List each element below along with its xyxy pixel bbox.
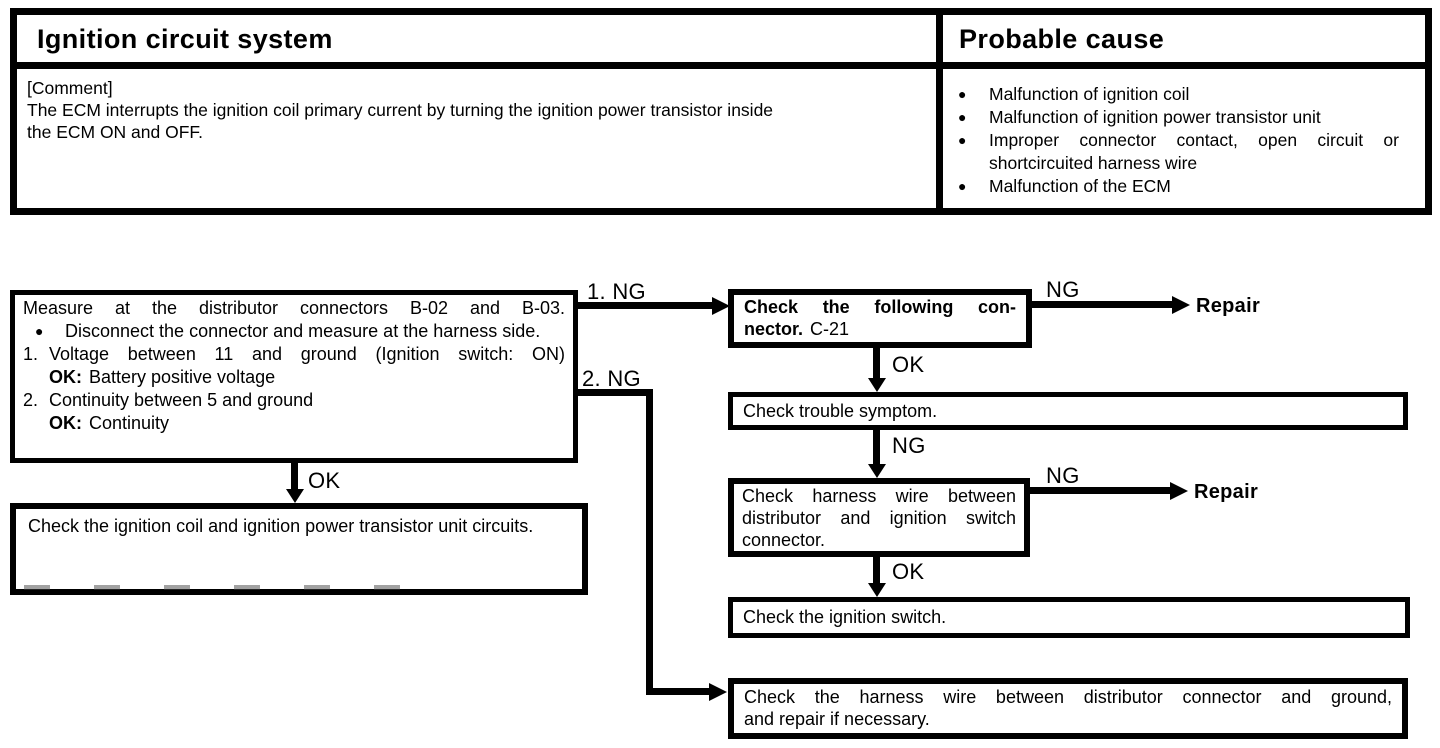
coil-box: Check the ignition coil and ignition pow… xyxy=(10,503,588,595)
probable-cause-title-cell: Probable cause xyxy=(943,15,1425,69)
step2-row: 2. Continuity between 5 and ground xyxy=(23,390,314,410)
repair-label: Repair xyxy=(1196,295,1261,317)
ground-box: Check the harness wire between distribut… xyxy=(728,678,1408,739)
disconnect-bullet-row: ● Disconnect the connector and measure a… xyxy=(23,320,565,343)
arrow-down-icon xyxy=(286,489,304,503)
ignition-switch-box-text: Check the ignition switch. xyxy=(743,607,947,627)
probable-cause-item: ● Malfunction of ignition power transist… xyxy=(955,106,1411,129)
step2-ok-row: OK:Continuity xyxy=(49,413,170,433)
trouble-box: Check trouble symptom. xyxy=(728,392,1408,430)
ok-label: OK xyxy=(892,559,925,584)
coil-box-text: Check the ignition coil and ignition pow… xyxy=(28,516,534,536)
flow-line-ok-harness xyxy=(873,557,880,585)
flow-line-2ng-c xyxy=(646,688,711,695)
flow-line-ng-connector xyxy=(1032,301,1174,308)
flow-line-ok-connector xyxy=(873,348,880,382)
ok-prefix: OK: xyxy=(49,367,82,387)
flow-line-2ng-b xyxy=(646,389,653,695)
arrow-right-icon xyxy=(712,297,730,315)
repair-label: Repair xyxy=(1194,481,1259,503)
probable-cause-title: Probable cause xyxy=(959,24,1165,54)
arrow-down-icon xyxy=(868,464,886,478)
measure-title: Measure at the distributor connectors B-… xyxy=(23,298,565,318)
measure-box: Measure at the distributor connectors B-… xyxy=(10,290,578,463)
ok-label: OK xyxy=(308,468,341,493)
bullet-icon: ● xyxy=(35,323,44,339)
flow-line-1ng xyxy=(578,302,714,309)
comment-line2: the ECM ON and OFF. xyxy=(27,122,204,142)
ng-label: NG xyxy=(1046,277,1080,302)
harness-box-text: Check harness wire between distributor a… xyxy=(742,486,1016,550)
connector-box: Check the following con- nector.C-21 xyxy=(728,289,1032,348)
step1-ok-row: OK:Battery positive voltage xyxy=(49,367,276,387)
trouble-box-text: Check trouble symptom. xyxy=(743,401,938,421)
arrow-right-icon xyxy=(1172,296,1190,314)
arrow-down-icon xyxy=(868,583,886,597)
comment-line1: The ECM interrupts the ignition coil pri… xyxy=(27,100,774,120)
header-table: Ignition circuit system Probable cause [… xyxy=(10,8,1432,215)
page-title: Ignition circuit system xyxy=(37,24,333,54)
probable-cause-item: ● Malfunction of the ECM xyxy=(955,175,1411,198)
probable-cause-item: ● Malfunction of ignition coil xyxy=(955,83,1411,106)
ng-label: NG xyxy=(1046,463,1080,488)
flow-line-ok-measure xyxy=(291,461,298,489)
connector-code: C-21 xyxy=(810,319,850,339)
disconnect-text: Disconnect the connector and measure at … xyxy=(65,321,541,341)
ok-prefix: OK: xyxy=(49,413,82,433)
arrow-right-icon xyxy=(1170,482,1188,500)
probable-cause-list: ● Malfunction of ignition coil ● Malfunc… xyxy=(943,69,1425,208)
system-title-cell: Ignition circuit system xyxy=(17,15,943,69)
flow-line-2ng-a xyxy=(578,389,653,396)
scan-artifact xyxy=(24,585,416,590)
ng1-label: 1. NG xyxy=(587,279,646,304)
bullet-icon: ● xyxy=(958,109,967,125)
flow-line-ng-harness xyxy=(1030,487,1172,494)
arrow-down-icon xyxy=(868,378,886,392)
ignition-switch-box: Check the ignition switch. xyxy=(728,597,1410,638)
ng-label: NG xyxy=(892,433,926,458)
flow-line-ng-trouble xyxy=(873,430,880,464)
arrow-right-icon xyxy=(709,683,727,701)
bullet-icon: ● xyxy=(958,178,967,194)
comment-cell: [Comment] The ECM interrupts the ignitio… xyxy=(17,69,943,208)
step1-row: 1. Voltage between 11 and ground (Igniti… xyxy=(23,344,565,364)
probable-cause-item: ● Improper connector contact, open circu… xyxy=(955,129,1411,175)
bullet-icon: ● xyxy=(958,132,967,148)
comment-label: [Comment] xyxy=(27,78,113,98)
ng2-label: 2. NG xyxy=(582,366,641,391)
harness-box: Check harness wire between distributor a… xyxy=(728,478,1030,557)
ok-label: OK xyxy=(892,352,925,377)
bullet-icon: ● xyxy=(958,86,967,102)
